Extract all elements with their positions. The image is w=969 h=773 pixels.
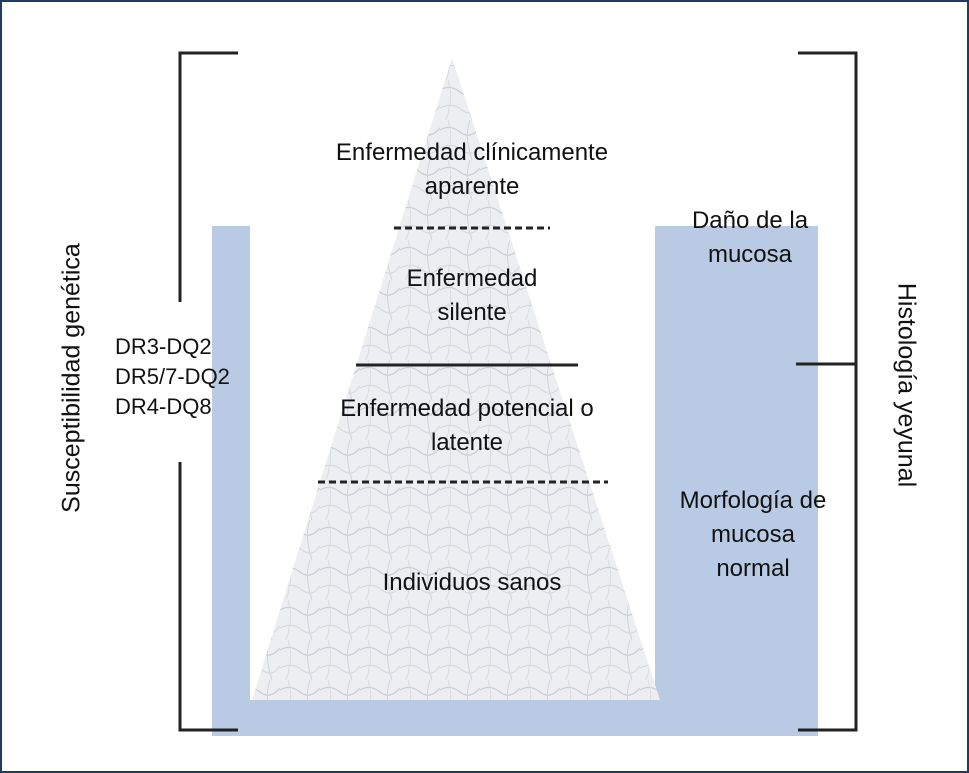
level-potential-label: Enfermedad potencial o latente xyxy=(340,395,594,456)
genetic-susceptibility-label: Susceptibilidad genética xyxy=(57,243,86,513)
jejunal-histology-label: Histología yeyunal xyxy=(892,282,921,488)
normal-mucosa-label: Morfología de mucosa normal xyxy=(679,487,827,582)
hla-genotype-list: DR3-DQ2 DR5/7-DQ2 DR4-DQ8 xyxy=(115,332,230,422)
mucosal-damage-label: Daño de la mucosa xyxy=(691,207,809,268)
water-area xyxy=(212,226,818,736)
right-bracket xyxy=(796,51,858,732)
genotype-item: DR5/7-DQ2 xyxy=(115,364,230,389)
left-bracket xyxy=(178,51,238,732)
genotype-item: DR4-DQ8 xyxy=(115,394,212,419)
level-healthy-label: Individuos sanos xyxy=(382,569,562,596)
level-clinical-label: Enfermedad clínicamente aparente xyxy=(335,139,609,200)
genotype-item: DR3-DQ2 xyxy=(115,334,212,359)
level-silent-label: Enfermedad silente xyxy=(406,265,538,326)
iceberg-pyramid xyxy=(252,58,660,700)
